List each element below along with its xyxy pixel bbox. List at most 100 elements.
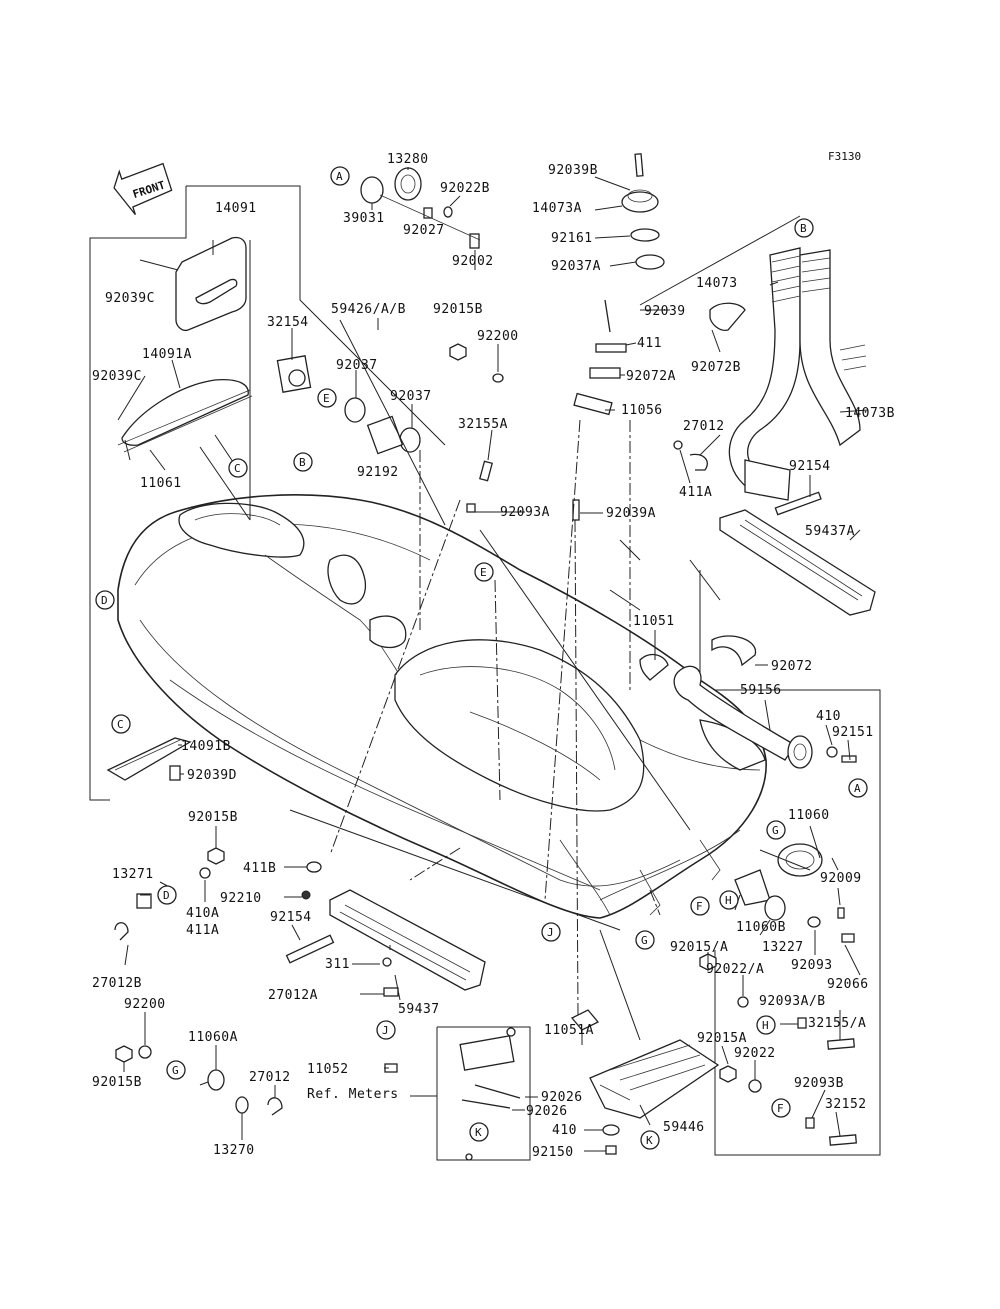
label-92072A: 92072A bbox=[626, 369, 676, 384]
frame-exhaust bbox=[639, 215, 801, 306]
callout-D-2: D bbox=[157, 885, 177, 905]
cable-92026-a-icon bbox=[474, 1084, 521, 1099]
washer-410A-icon bbox=[199, 867, 211, 879]
label-92200-a: 92200 bbox=[477, 329, 519, 344]
svg-text:A: A bbox=[854, 782, 861, 795]
label-92154-b: 92154 bbox=[270, 910, 312, 925]
svg-text:K: K bbox=[646, 1134, 653, 1147]
plug-92210-icon bbox=[301, 890, 311, 900]
svg-text:D: D bbox=[163, 889, 170, 902]
clip-27012-b-icon bbox=[267, 1097, 283, 1116]
grate-59437 bbox=[329, 889, 486, 991]
cover-14091B bbox=[106, 737, 192, 781]
label-11056: 11056 bbox=[621, 403, 663, 418]
label-92154-a: 92154 bbox=[789, 459, 831, 474]
label-92037A: 92037A bbox=[551, 259, 601, 274]
label-411B: 411B bbox=[243, 861, 276, 876]
washer-92093-icon bbox=[807, 916, 821, 928]
svg-text:G: G bbox=[641, 934, 648, 947]
svg-text:H: H bbox=[725, 894, 732, 907]
hatch-cover-14091 bbox=[175, 236, 247, 332]
callout-J-2: J bbox=[376, 1020, 396, 1040]
label-92039A: 92039A bbox=[606, 506, 656, 521]
washer-411A-icon bbox=[673, 440, 683, 450]
clamp-92037A-icon bbox=[635, 254, 665, 270]
callout-F-2: F bbox=[771, 1098, 791, 1118]
callout-E-1: E bbox=[317, 388, 337, 408]
callout-B-2: B bbox=[293, 452, 313, 472]
clip-27012A-icon bbox=[383, 987, 399, 997]
label-92200-b: 92200 bbox=[124, 997, 166, 1012]
label-ref-meters: Ref. Meters bbox=[307, 1087, 399, 1102]
svg-text:J: J bbox=[547, 926, 554, 939]
label-92015A-b: 92015A bbox=[697, 1031, 747, 1046]
label-92015A-a: 92015/A bbox=[670, 940, 728, 955]
svg-text:H: H bbox=[762, 1019, 769, 1032]
clamp-92037-b-icon bbox=[399, 427, 421, 453]
label-13227: 13227 bbox=[762, 940, 804, 955]
label-59437A: 59437A bbox=[805, 524, 855, 539]
washer-411B-icon bbox=[306, 861, 322, 873]
screw-92066-icon bbox=[841, 933, 855, 943]
nut-92015A-b-icon bbox=[719, 1065, 737, 1083]
exhaust-pipe-14073B bbox=[728, 247, 867, 501]
label-92093AB: 92093A/B bbox=[759, 994, 826, 1009]
label-27012-a: 27012 bbox=[683, 419, 725, 434]
label-27012A: 27012A bbox=[268, 988, 318, 1003]
svg-text:J: J bbox=[382, 1024, 389, 1037]
svg-text:G: G bbox=[772, 824, 779, 837]
label-92022: 92022 bbox=[734, 1046, 776, 1061]
label-11051: 11051 bbox=[633, 614, 675, 629]
label-59156: 59156 bbox=[740, 683, 782, 698]
svg-text:B: B bbox=[299, 456, 306, 469]
label-92039: 92039 bbox=[644, 304, 686, 319]
label-92039D: 92039D bbox=[187, 768, 237, 783]
label-11060A: 11060A bbox=[188, 1030, 238, 1045]
label-92072B: 92072B bbox=[691, 360, 741, 375]
label-410-a: 410 bbox=[816, 709, 841, 724]
clip-13270-icon bbox=[235, 1096, 249, 1114]
label-14073A: 14073A bbox=[532, 201, 582, 216]
nut-92015B-icon bbox=[449, 343, 467, 361]
label-14091A: 14091A bbox=[142, 347, 192, 362]
clamp-92072-icon bbox=[711, 635, 757, 667]
frame-bottom bbox=[436, 1026, 531, 1161]
label-92039C-a: 92039C bbox=[105, 291, 155, 306]
bolt-92151-icon bbox=[841, 755, 857, 763]
label-92026-a: 92026 bbox=[541, 1090, 583, 1105]
label-92093: 92093 bbox=[791, 958, 833, 973]
svg-text:C: C bbox=[117, 718, 124, 731]
label-92161: 92161 bbox=[551, 231, 593, 246]
label-13280: 13280 bbox=[387, 152, 429, 167]
frame-right bbox=[699, 570, 881, 1156]
label-59426: 59426/A/B bbox=[331, 302, 406, 317]
svg-text:G: G bbox=[172, 1064, 179, 1077]
callout-C-2: C bbox=[111, 714, 131, 734]
callout-G-3: G bbox=[166, 1060, 186, 1080]
callout-H-1: H bbox=[719, 890, 739, 910]
label-14091: 14091 bbox=[215, 201, 257, 216]
washer-311-icon bbox=[382, 957, 392, 967]
clip-27012-icon bbox=[689, 453, 708, 471]
label-92015B-b: 92015B bbox=[188, 810, 238, 825]
valve-32155A-icon bbox=[479, 460, 493, 482]
cover-14091A bbox=[117, 379, 253, 453]
label-11052: 11052 bbox=[307, 1062, 349, 1077]
svg-text:F: F bbox=[696, 900, 703, 913]
svg-text:C: C bbox=[234, 462, 241, 475]
label-411A: 411A bbox=[679, 485, 712, 500]
bolt-92150-icon bbox=[605, 1145, 617, 1155]
cable-92026-b-icon bbox=[461, 1099, 511, 1109]
clamp-92072B-icon bbox=[709, 302, 746, 331]
label-27012-b: 27012 bbox=[249, 1070, 291, 1085]
svg-text:K: K bbox=[475, 1126, 482, 1139]
ring-13280-icon bbox=[394, 167, 422, 201]
label-92072: 92072 bbox=[771, 659, 813, 674]
label-11060B: 11060B bbox=[736, 920, 786, 935]
svg-text:F: F bbox=[777, 1102, 784, 1115]
label-92022B: 92022B bbox=[440, 181, 490, 196]
label-92022A: 92022/A bbox=[706, 962, 764, 977]
intake-plate-59446 bbox=[589, 1039, 720, 1119]
svg-text:E: E bbox=[323, 392, 330, 405]
meter-housing-icon bbox=[459, 1035, 515, 1071]
